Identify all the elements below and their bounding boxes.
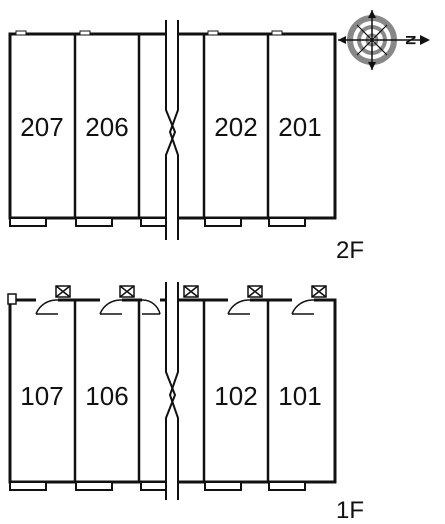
meter-box-icon — [55, 285, 71, 298]
room-207-label: 207 — [20, 112, 63, 142]
door-swings — [35, 299, 315, 315]
balcony — [204, 217, 242, 227]
door-gap — [36, 297, 58, 303]
break-line — [168, 20, 179, 240]
balcony — [9, 217, 47, 227]
vent — [15, 30, 27, 36]
balcony — [140, 481, 168, 491]
room-201-label: 201 — [278, 112, 321, 142]
room-206-label: 206 — [85, 112, 128, 142]
vent — [7, 293, 17, 305]
door-swing-icon — [35, 299, 59, 315]
door-gap — [142, 297, 160, 303]
room-107-label: 107 — [20, 381, 63, 411]
room-102-label: 102 — [214, 381, 257, 411]
floor-1f: 107 106 102 101 1F — [7, 282, 364, 524]
break-line — [165, 282, 177, 500]
compass-north-label: N — [403, 35, 419, 45]
break-gap — [167, 20, 177, 240]
balcony — [204, 481, 242, 491]
room-202-label: 202 — [214, 112, 257, 142]
door-swing-icon — [227, 299, 251, 315]
door-gap — [292, 297, 314, 303]
balcony — [268, 481, 306, 491]
room-101-label: 101 — [278, 381, 321, 411]
floor-label-2f: 2F — [336, 237, 364, 264]
meter-box-icon — [311, 285, 327, 298]
door-gap — [100, 297, 122, 303]
door-swing-icon — [141, 299, 161, 315]
balcony — [268, 217, 306, 227]
compass-rose-icon: N — [338, 10, 430, 70]
door-swing-icon — [291, 299, 315, 315]
vent — [271, 30, 283, 36]
break-line — [165, 20, 177, 240]
balcony — [9, 481, 47, 491]
floor-2f: 207 206 202 201 2F — [8, 20, 364, 264]
floor-label-1f: 1F — [336, 497, 364, 524]
door-gap — [228, 297, 250, 303]
meter-box-icon — [247, 285, 263, 298]
room-106-label: 106 — [85, 381, 128, 411]
balcony — [140, 217, 168, 227]
balcony — [75, 217, 113, 227]
balcony — [75, 481, 113, 491]
meter-box-icon — [119, 285, 135, 298]
vent — [79, 30, 91, 36]
vent — [207, 30, 219, 36]
door-swing-icon — [99, 299, 123, 315]
meter-boxes — [55, 285, 327, 298]
meter-box-icon — [183, 285, 199, 298]
break-line — [168, 282, 179, 500]
